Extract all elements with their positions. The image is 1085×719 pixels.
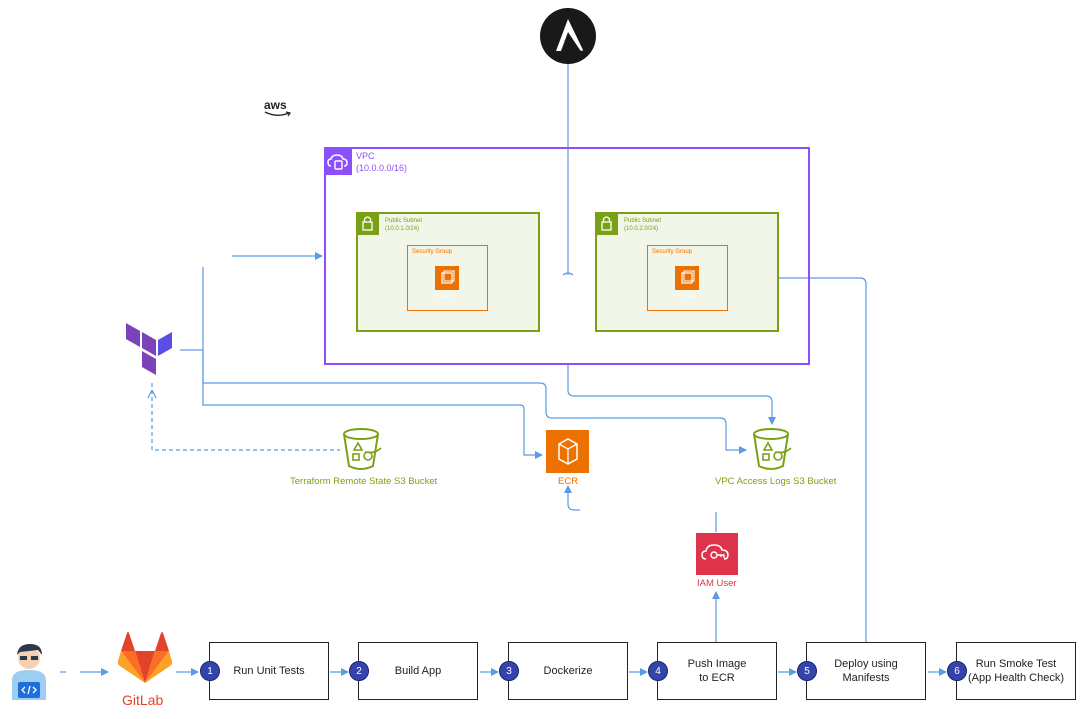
vpc-to-logs [567,365,776,425]
deploy-to-eks [699,274,867,642]
aws-logo: aws [264,98,291,117]
vpc-logs-bucket-label: VPC Access Logs S3 Bucket [715,476,837,487]
step-dockerize: Dockerize [508,642,628,700]
developer-avatar [12,644,46,700]
subnet-2-label: Public Subnet (10.0.2.0/24) [624,218,662,232]
iam-user-icon [696,533,738,575]
s3-bucket-icon [343,428,382,470]
step-build-app: Build App [358,642,478,700]
s3-bucket-icon [753,428,792,470]
ec2-eks-node-icon [675,266,699,290]
step-deploy: Deploy using Manifests [806,642,926,700]
vpc-container [324,147,810,365]
step-number-4: 4 [648,661,668,681]
gitlab-label: GitLab [122,692,164,708]
ecr-icon [546,430,589,473]
vpc-label: VPC (10.0.0.0/16) [356,151,408,173]
terraform-to-logs [202,350,747,454]
terraform-bracket [180,267,204,351]
step-run-unit-tests: Run Unit Tests [209,642,329,700]
iam-user-label: IAM User [697,578,737,589]
step-smoke-test: Run Smoke Test (App Health Check) [956,642,1076,700]
step-number-1: 1 [200,661,220,681]
gitlab-icon [117,632,173,683]
step-number-6: 6 [947,661,967,681]
terraform-bucket-label: Terraform Remote State S3 Bucket [290,476,438,487]
to-ecr [564,485,580,511]
security-group-1 [407,245,488,311]
step-number-2: 2 [349,661,369,681]
lock-icon [356,212,379,235]
step-push-image: Push Image to ECR [657,642,777,700]
step-number-5: 5 [797,661,817,681]
sg-1-label: Security Group [412,249,453,255]
subnet-1-label: Public Subnet (10.0.1.0/24) [385,218,423,232]
sg-2-label: Security Group [652,249,693,255]
ecr-label: ECR [558,476,579,487]
security-group-2 [647,245,728,311]
lock-icon [595,212,618,235]
eks-node-label: EKS Node [677,293,697,298]
bastion-label: Bastion Host [435,293,459,298]
ec2-bastion-icon [435,266,459,290]
terraform-icon [126,323,172,375]
terraform-to-ecr [202,350,543,459]
ansible-icon [540,8,596,64]
vpc-icon [324,147,352,175]
terraform-state-link [151,383,340,451]
step-number-3: 3 [499,661,519,681]
